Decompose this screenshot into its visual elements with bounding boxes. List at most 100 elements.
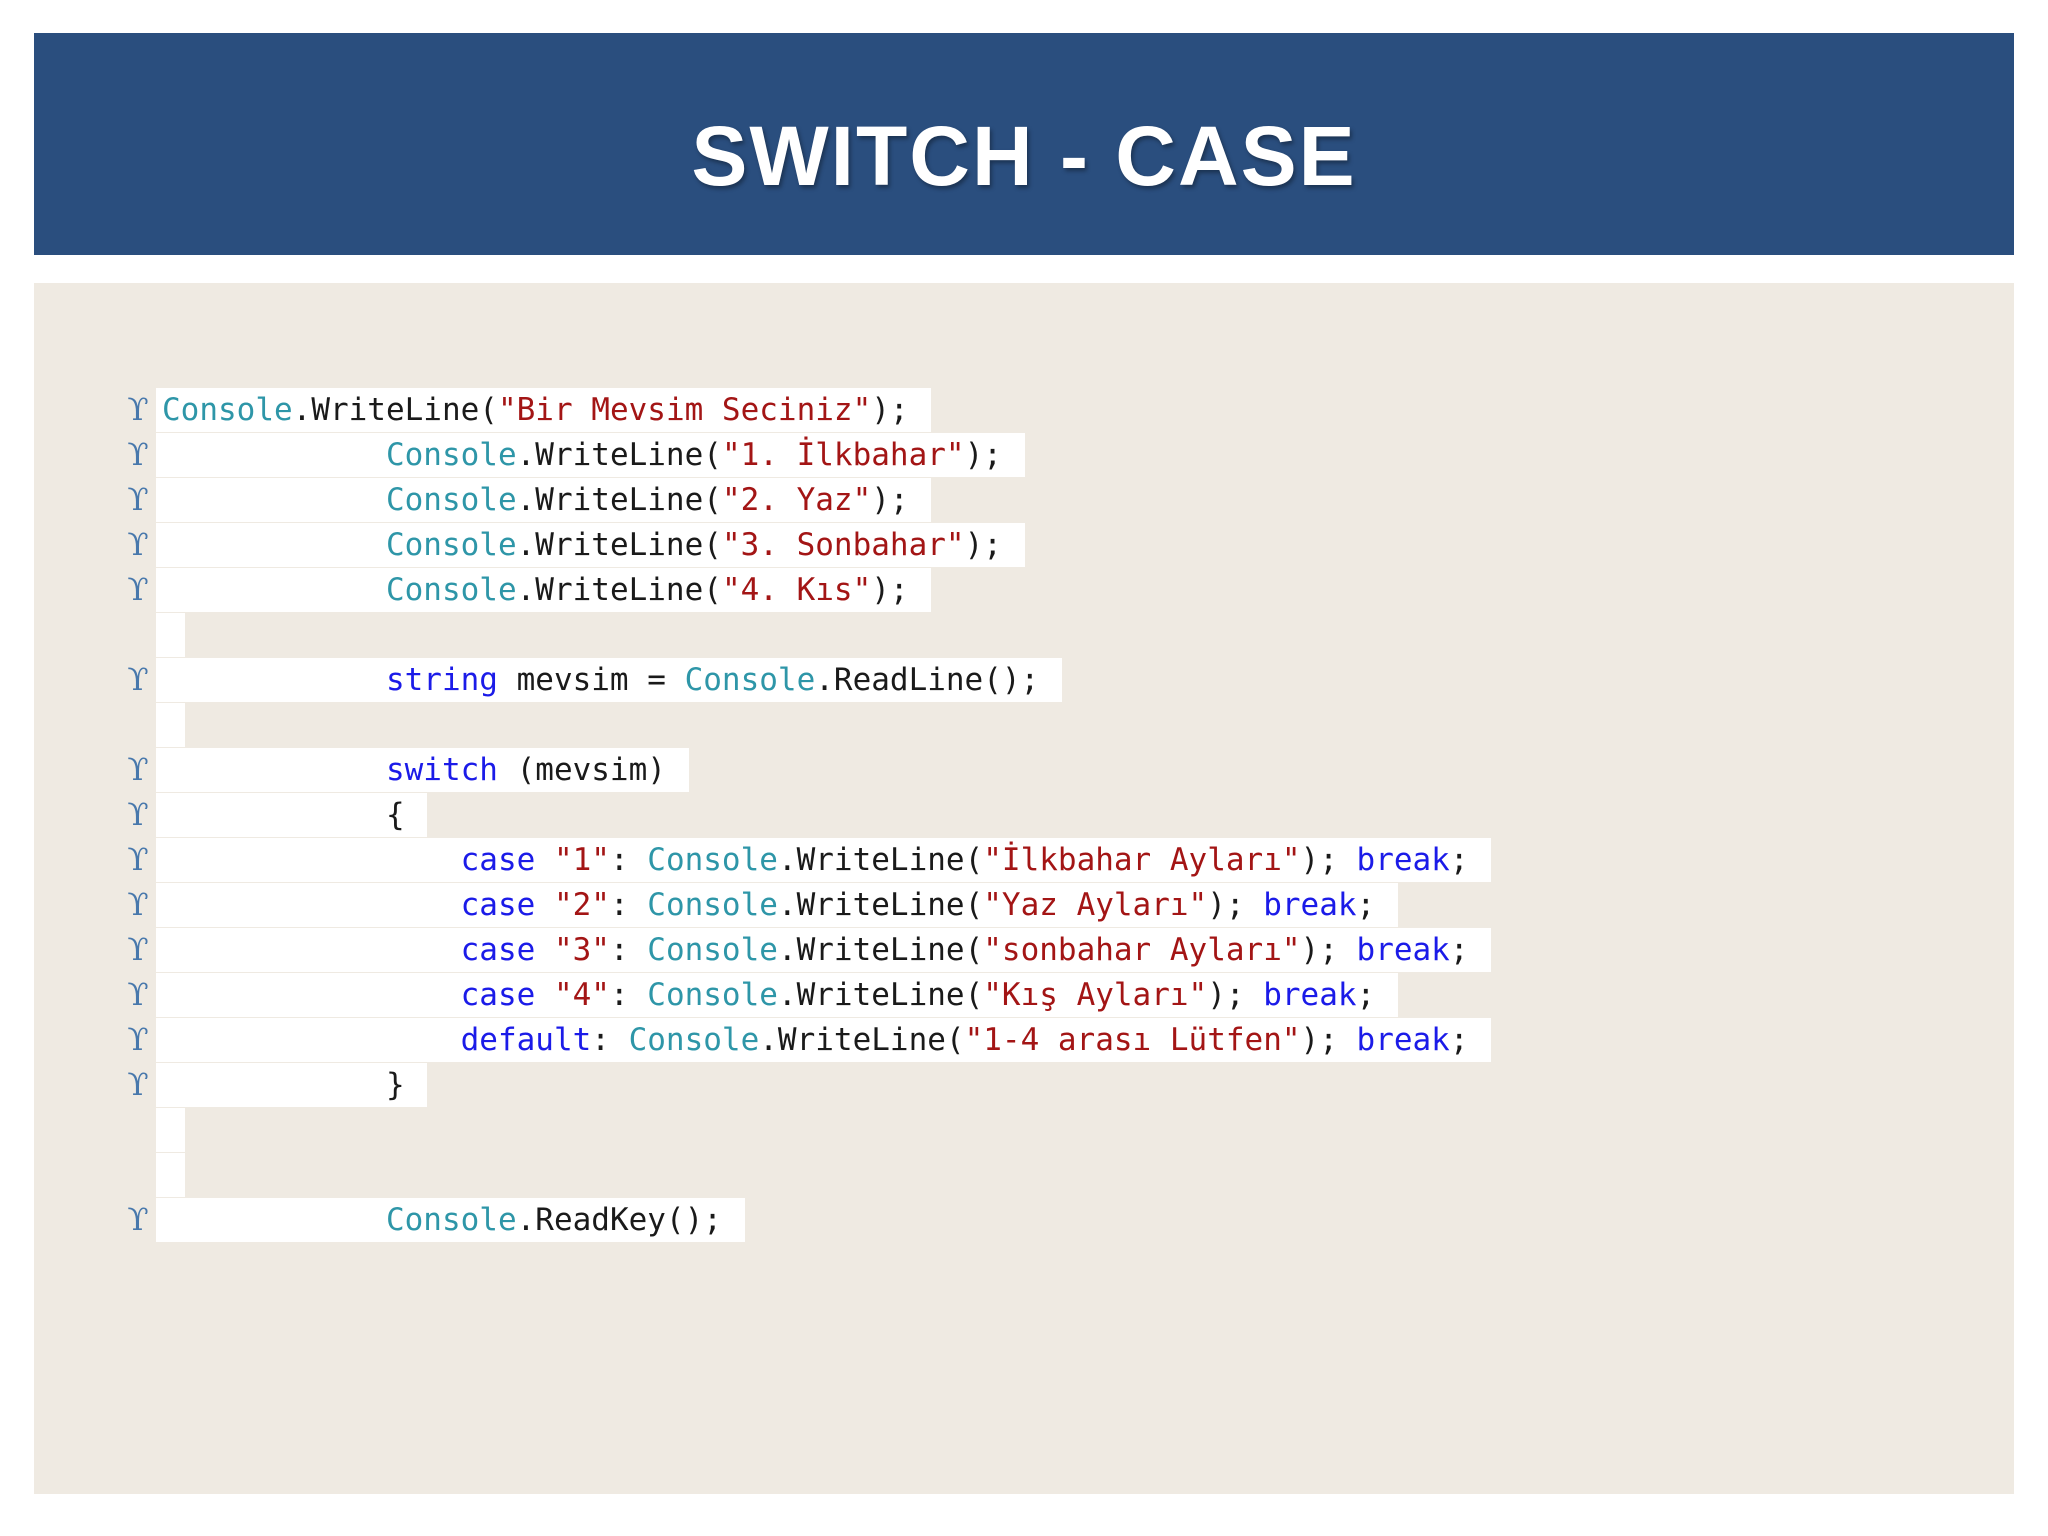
code-line: ϒ Console.WriteLine("4. Kıs"); <box>127 568 1491 613</box>
code-text-highlight: switch (mevsim) <box>156 748 689 792</box>
code-segment-kw: case <box>460 842 536 878</box>
code-text-highlight: case "1": Console.WriteLine("İlkbahar Ay… <box>156 838 1492 882</box>
code-segment-plain: ; <box>1449 932 1469 968</box>
code-segment-plain: : <box>609 887 648 923</box>
code-segment-kw: break <box>1356 932 1450 968</box>
code-segment-plain: : <box>609 977 648 1013</box>
code-segment-kw: break <box>1356 842 1450 878</box>
code-segment-plain: ; <box>1449 1022 1469 1058</box>
bullet-icon: ϒ <box>127 392 149 428</box>
code-segment-plain: ); <box>1207 887 1264 923</box>
code-segment-kw: string <box>385 662 498 698</box>
slide-title-band: SWITCH - CASE <box>34 33 2014 255</box>
code-indent <box>162 977 461 1013</box>
code-line: ϒ case "3": Console.WriteLine("sonbahar … <box>127 928 1492 973</box>
code-segment-str: "3. Sonbahar" <box>721 527 965 563</box>
code-segment-type: Console <box>385 482 517 518</box>
code-segment-type: Console <box>647 932 778 968</box>
code-text-highlight: string mevsim = Console.ReadLine(); <box>156 658 1062 702</box>
code-segment-str: "1. İlkbahar" <box>721 437 965 473</box>
code-segment-str: "4" <box>553 977 610 1013</box>
code-segment-plain: .ReadKey(); <box>516 1202 722 1238</box>
code-segment-plain: .WriteLine( <box>777 932 984 968</box>
code-trailing-space <box>1469 1022 1488 1058</box>
code-line: ϒ case "2": Console.WriteLine("Yaz Aylar… <box>127 883 1491 928</box>
code-segment-type: Console <box>647 887 778 923</box>
code-trailing-space <box>162 1112 181 1148</box>
slide-title: SWITCH - CASE <box>691 108 1357 203</box>
bullet-icon: ϒ <box>127 887 149 923</box>
code-segment-plain: } <box>385 1067 405 1103</box>
code-segment-plain <box>535 842 554 878</box>
code-trailing-space <box>1002 527 1021 563</box>
code-segment-kw: case <box>460 932 536 968</box>
code-indent <box>162 482 386 518</box>
code-indent <box>162 1022 461 1058</box>
code-text-highlight: Console.WriteLine("1. İlkbahar"); <box>156 433 1025 477</box>
code-segment-plain <box>535 977 554 1013</box>
code-trailing-space <box>162 707 181 743</box>
blank-line-highlight <box>156 1108 185 1152</box>
code-segment-kw: default <box>460 1022 592 1058</box>
bullet-icon: ϒ <box>127 752 149 788</box>
code-indent <box>162 527 386 563</box>
code-segment-plain: .WriteLine( <box>777 977 984 1013</box>
code-segment-plain: .WriteLine( <box>516 572 722 608</box>
code-indent <box>162 437 386 473</box>
code-trailing-space <box>405 797 424 833</box>
bullet-icon: ϒ <box>127 572 149 608</box>
code-indent <box>162 662 386 698</box>
code-segment-plain: : <box>609 932 648 968</box>
code-line <box>156 703 1491 748</box>
code-segment-plain: ); <box>871 572 909 608</box>
code-segment-kw: case <box>460 887 536 923</box>
code-segment-kw: break <box>1263 977 1357 1013</box>
code-segment-plain: .WriteLine( <box>777 887 984 923</box>
code-text-highlight: case "4": Console.WriteLine("Kış Ayları"… <box>156 973 1398 1017</box>
code-segment-plain: ; <box>1356 977 1376 1013</box>
bullet-icon: ϒ <box>127 842 149 878</box>
blank-line-highlight <box>156 613 185 657</box>
code-segment-type: Console <box>628 1022 760 1058</box>
code-line: ϒ Console.ReadKey(); <box>127 1198 1491 1243</box>
code-indent <box>162 572 386 608</box>
code-segment-str: "Bir Mevsim Seciniz" <box>497 392 872 428</box>
code-segment-type: Console <box>385 572 517 608</box>
code-segment-str: "2" <box>553 887 610 923</box>
code-segment-str: "Yaz Ayları" <box>983 887 1208 923</box>
code-segment-str: "2. Yaz" <box>721 482 872 518</box>
code-segment-plain: .WriteLine( <box>516 482 722 518</box>
code-indent <box>162 842 461 878</box>
code-segment-str: "1-4 arası Lütfen" <box>964 1022 1301 1058</box>
code-segment-type: Console <box>647 842 778 878</box>
code-segment-plain <box>535 887 554 923</box>
code-indent <box>162 752 386 788</box>
code-segment-plain: ); <box>964 527 1002 563</box>
code-segment-type: Console <box>162 392 293 428</box>
code-segment-plain: .WriteLine( <box>292 392 498 428</box>
code-text-highlight: case "3": Console.WriteLine("sonbahar Ay… <box>156 928 1492 972</box>
code-segment-kw: switch <box>385 752 498 788</box>
code-indent <box>162 797 386 833</box>
bullet-icon: ϒ <box>127 932 149 968</box>
code-trailing-space <box>1375 977 1394 1013</box>
bullet-icon: ϒ <box>127 977 149 1013</box>
code-segment-str: "3" <box>553 932 610 968</box>
code-line: ϒ Console.WriteLine("2. Yaz"); <box>127 478 1491 523</box>
bullet-icon: ϒ <box>127 662 149 698</box>
code-trailing-space <box>666 752 685 788</box>
code-segment-type: Console <box>385 437 517 473</box>
code-segment-kw: break <box>1263 887 1357 923</box>
code-segment-str: "Kış Ayları" <box>983 977 1208 1013</box>
code-indent <box>162 887 461 923</box>
code-segment-plain: mevsim = <box>497 662 685 698</box>
code-trailing-space <box>1469 932 1488 968</box>
code-text-highlight: Console.WriteLine("2. Yaz"); <box>156 478 932 522</box>
code-segment-plain: ; <box>1449 842 1469 878</box>
code-segment-plain: ); <box>964 437 1002 473</box>
code-segment-plain: (mevsim) <box>497 752 666 788</box>
code-text-highlight: } <box>156 1063 428 1107</box>
